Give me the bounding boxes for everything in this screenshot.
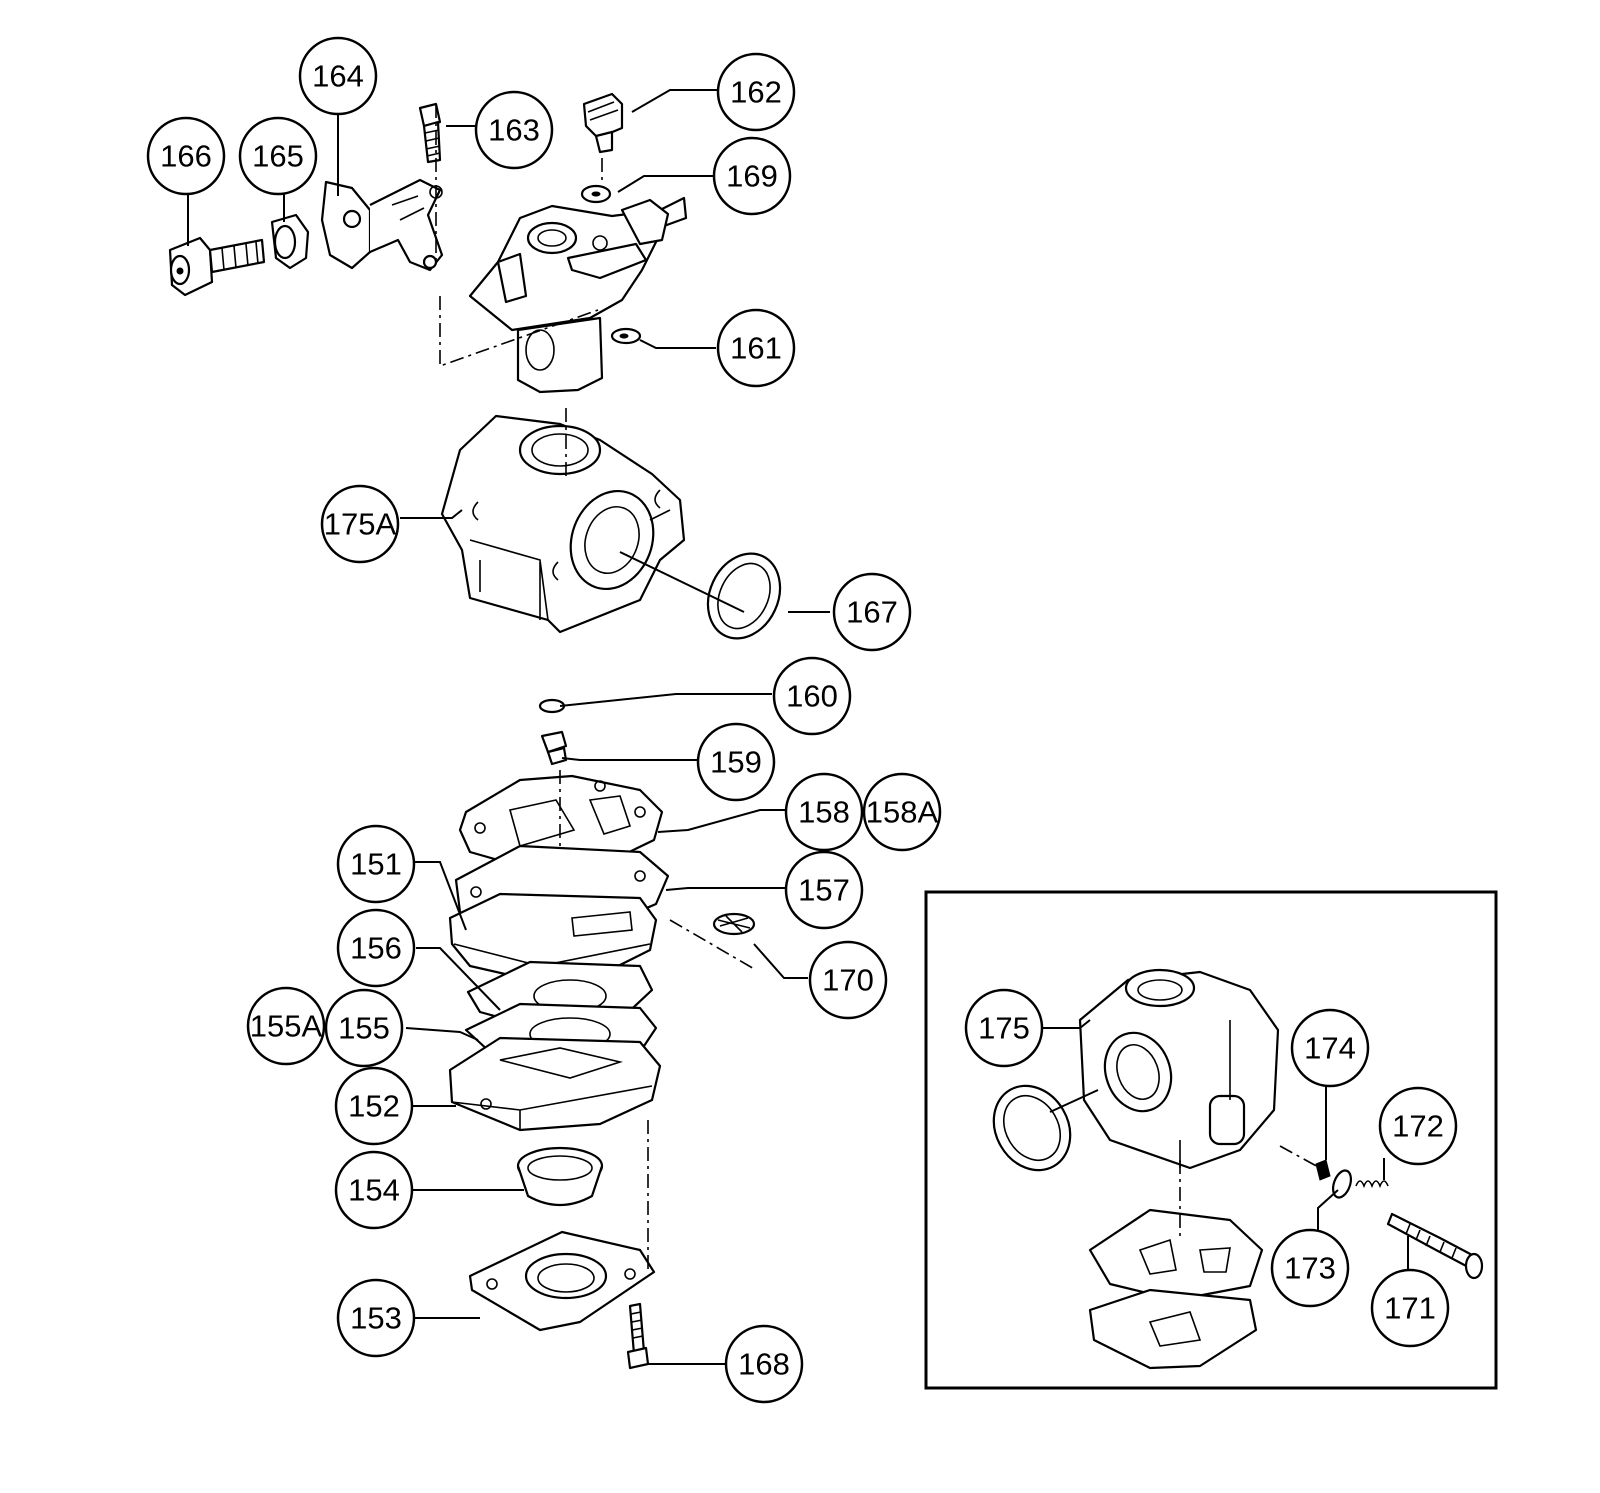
centerline-upper: [435, 104, 1321, 1272]
callout-155A: 155A: [246, 986, 326, 1066]
callout-154: 154: [334, 1150, 414, 1230]
svg-text:161: 161: [730, 331, 782, 366]
svg-text:158A: 158A: [866, 795, 939, 830]
svg-text:154: 154: [348, 1173, 400, 1208]
svg-text:167: 167: [846, 595, 898, 630]
part-153-cover: [468, 1230, 656, 1332]
part-inset-gasket-lower: [1088, 1288, 1258, 1370]
part-171-needle: [1386, 1212, 1484, 1280]
callout-158: 158: [784, 772, 864, 852]
callout-161: 161: [716, 308, 796, 388]
callout-159: 159: [696, 722, 776, 802]
callout-173: 173: [1270, 1228, 1350, 1308]
callout-166: 166: [146, 116, 226, 196]
callout-165: 165: [238, 116, 318, 196]
callout-152: 152: [334, 1066, 414, 1146]
part-inset-gasket-upper: [1088, 1208, 1264, 1302]
svg-text:160: 160: [786, 679, 838, 714]
callout-160: 160: [772, 656, 852, 736]
svg-text:169: 169: [726, 159, 778, 194]
callout-156: 156: [336, 908, 416, 988]
svg-text:165: 165: [252, 139, 304, 174]
svg-text:172: 172: [1392, 1109, 1444, 1144]
part-159-plug: [540, 730, 568, 766]
svg-text:156: 156: [350, 931, 402, 966]
svg-text:171: 171: [1384, 1291, 1436, 1326]
part-152-lower-body: [448, 1036, 662, 1132]
svg-text:155: 155: [338, 1011, 390, 1046]
part-168-screw: [626, 1302, 650, 1370]
callout-167: 167: [832, 572, 912, 652]
svg-text:175A: 175A: [324, 507, 397, 542]
part-175A-body: [440, 414, 686, 634]
part-165-nut: [270, 213, 310, 270]
callout-169: 169: [712, 136, 792, 216]
callout-162: 162: [716, 52, 796, 132]
svg-text:151: 151: [350, 847, 402, 882]
part-172-spring: [1355, 1180, 1389, 1189]
part-154-cup: [516, 1146, 604, 1206]
part-167-ring: [706, 552, 782, 640]
callout-168: 168: [724, 1324, 804, 1404]
svg-text:153: 153: [350, 1301, 402, 1336]
part-175-body: [1078, 968, 1280, 1170]
svg-text:166: 166: [160, 139, 212, 174]
callout-172: 172: [1378, 1086, 1458, 1166]
part-158-gasket: [458, 774, 664, 874]
callout-170: 170: [808, 940, 888, 1020]
part-161-clip: [610, 327, 642, 345]
callout-157: 157: [784, 850, 864, 930]
callout-158A: 158A: [862, 772, 942, 852]
part-162-cap: [582, 92, 624, 154]
callout-164: 164: [298, 36, 378, 116]
callout-151: 151: [336, 824, 416, 904]
leader-lines: [187, 89, 1409, 1365]
part-drawings: [168, 92, 1498, 1390]
svg-text:175: 175: [978, 1011, 1030, 1046]
svg-text:168: 168: [738, 1347, 790, 1382]
callout-155: 155: [324, 988, 404, 1068]
callout-163: 163: [474, 90, 554, 170]
svg-text:155A: 155A: [250, 1009, 323, 1044]
callout-175A: 175A: [320, 484, 400, 564]
part-throttle-body: [468, 196, 688, 394]
callout-171: 171: [1370, 1268, 1450, 1348]
svg-text:164: 164: [312, 59, 364, 94]
svg-text:159: 159: [710, 745, 762, 780]
svg-text:157: 157: [798, 873, 850, 908]
part-166-fitting: [168, 236, 266, 297]
part-163-screw: [418, 102, 442, 164]
callout-174: 174: [1290, 1008, 1370, 1088]
svg-text:162: 162: [730, 75, 782, 110]
part-164-bracket: [320, 178, 444, 272]
part-inset-ring: [992, 1084, 1072, 1172]
svg-text:163: 163: [488, 113, 540, 148]
part-174-spring: [1315, 1159, 1331, 1181]
svg-text:152: 152: [348, 1089, 400, 1124]
callout-153: 153: [336, 1278, 416, 1358]
svg-text:174: 174: [1304, 1031, 1356, 1066]
svg-text:170: 170: [822, 963, 874, 998]
detail-inset-frame: [924, 890, 1498, 1390]
part-170-screen: [712, 912, 756, 936]
svg-text:173: 173: [1284, 1251, 1336, 1286]
svg-text:158: 158: [798, 795, 850, 830]
callout-175: 175: [964, 988, 1044, 1068]
